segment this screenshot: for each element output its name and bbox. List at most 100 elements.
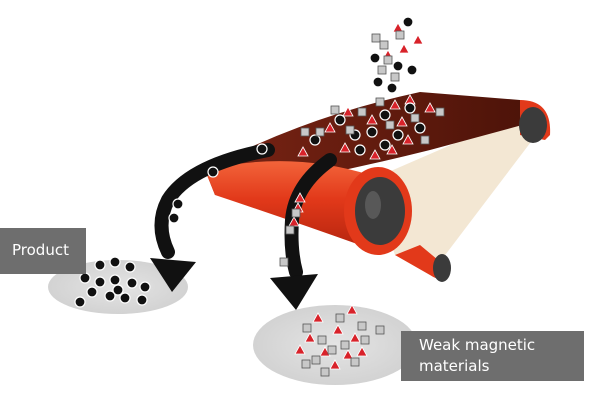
grey-square-icon — [301, 359, 311, 369]
red-triangle-icon — [304, 332, 316, 343]
conveyor-belt — [205, 92, 551, 282]
belt-front-face — [205, 161, 370, 245]
grey-square-icon — [410, 113, 420, 123]
grey-square-icon — [385, 120, 395, 130]
black-dot-icon — [139, 281, 151, 293]
grey-square-icon — [320, 367, 330, 377]
black-dot-icon — [392, 60, 404, 72]
red-triangle-icon — [396, 116, 408, 127]
grey-square-icon — [357, 321, 367, 331]
black-dot-icon — [94, 276, 106, 288]
grey-square-icon — [371, 33, 381, 43]
grey-square-icon — [360, 335, 370, 345]
back-roller-face — [519, 107, 547, 143]
grey-square-icon — [327, 345, 337, 355]
red-triangle-icon — [366, 114, 378, 125]
grey-square-icon — [340, 340, 350, 350]
grey-square-icon — [383, 55, 393, 65]
particles — [74, 16, 445, 377]
red-triangle-icon — [349, 332, 361, 343]
black-dot-icon — [256, 143, 268, 155]
black-dot-icon — [392, 129, 404, 141]
black-dot-icon — [379, 109, 391, 121]
grey-square-icon — [279, 257, 289, 267]
grey-square-icon — [291, 208, 301, 218]
product-flow-arrow — [150, 143, 275, 292]
grey-square-icon — [335, 313, 345, 323]
black-dot-icon — [74, 296, 86, 308]
red-triangle-icon — [398, 43, 410, 54]
grey-square-icon — [375, 97, 385, 107]
black-dot-icon — [414, 122, 426, 134]
black-dot-icon — [136, 294, 148, 306]
red-triangle-icon — [369, 149, 381, 160]
grey-square-icon — [302, 323, 312, 333]
red-triangle-icon — [332, 324, 344, 335]
black-dot-icon — [119, 292, 131, 304]
grey-square-icon — [435, 107, 445, 117]
grey-square-icon — [315, 127, 325, 137]
red-triangle-icon — [329, 359, 341, 370]
red-triangle-icon — [342, 349, 354, 360]
black-dot-icon — [79, 272, 91, 284]
black-dot-icon — [109, 274, 121, 286]
black-dot-icon — [354, 144, 366, 156]
red-triangle-icon — [402, 134, 414, 145]
red-triangle-icon — [319, 346, 331, 357]
red-triangle-icon — [297, 146, 309, 157]
grey-square-icon — [330, 105, 340, 115]
black-dot-icon — [172, 198, 184, 210]
black-dot-icon — [86, 286, 98, 298]
grey-square-icon — [285, 225, 295, 235]
black-dot-icon — [207, 166, 219, 178]
black-dot-icon — [379, 139, 391, 151]
return-roller — [433, 254, 451, 282]
black-dot-icon — [404, 102, 416, 114]
black-dot-icon — [309, 134, 321, 146]
black-dot-icon — [402, 16, 414, 28]
black-dot-icon — [406, 64, 418, 76]
red-triangle-icon — [412, 34, 424, 45]
red-triangle-icon — [386, 144, 398, 155]
black-dot-icon — [124, 261, 136, 273]
front-roller-highlight — [365, 191, 381, 219]
product-label: Product — [0, 228, 86, 274]
belt-inner-surface — [370, 115, 540, 275]
grey-square-icon — [317, 335, 327, 345]
red-triangle-icon — [389, 99, 401, 110]
black-dot-icon — [334, 114, 346, 126]
red-triangle-icon — [294, 344, 306, 355]
grey-square-icon — [377, 65, 387, 75]
weak-magnetic-bin — [253, 305, 417, 385]
grey-square-icon — [395, 30, 405, 40]
black-dot-icon — [386, 82, 398, 94]
black-dot-icon — [369, 52, 381, 64]
grey-square-icon — [350, 357, 360, 367]
red-triangle-icon — [346, 304, 358, 315]
grey-square-icon — [357, 107, 367, 117]
grey-square-icon — [420, 135, 430, 145]
grey-square-icon — [375, 325, 385, 335]
red-triangle-icon — [312, 312, 324, 323]
red-triangle-icon — [324, 122, 336, 133]
grey-square-icon — [345, 125, 355, 135]
black-dot-icon — [112, 284, 124, 296]
grey-square-icon — [379, 40, 389, 50]
black-dot-icon — [366, 126, 378, 138]
red-triangle-icon — [294, 192, 306, 203]
red-triangle-icon — [424, 102, 436, 113]
black-dot-icon — [104, 290, 116, 302]
black-dot-icon — [109, 256, 121, 268]
black-dot-icon — [168, 212, 180, 224]
black-dot-icon — [126, 277, 138, 289]
grey-square-icon — [311, 355, 321, 365]
weak-magnetic-materials-label: Weak magnetic materials — [401, 331, 584, 381]
red-triangle-icon — [339, 142, 351, 153]
grey-square-icon — [390, 72, 400, 82]
black-dot-icon — [94, 259, 106, 271]
black-dot-icon — [372, 76, 384, 88]
red-triangle-icon — [356, 346, 368, 357]
red-triangle-icon — [342, 106, 354, 117]
grey-square-icon — [300, 127, 310, 137]
